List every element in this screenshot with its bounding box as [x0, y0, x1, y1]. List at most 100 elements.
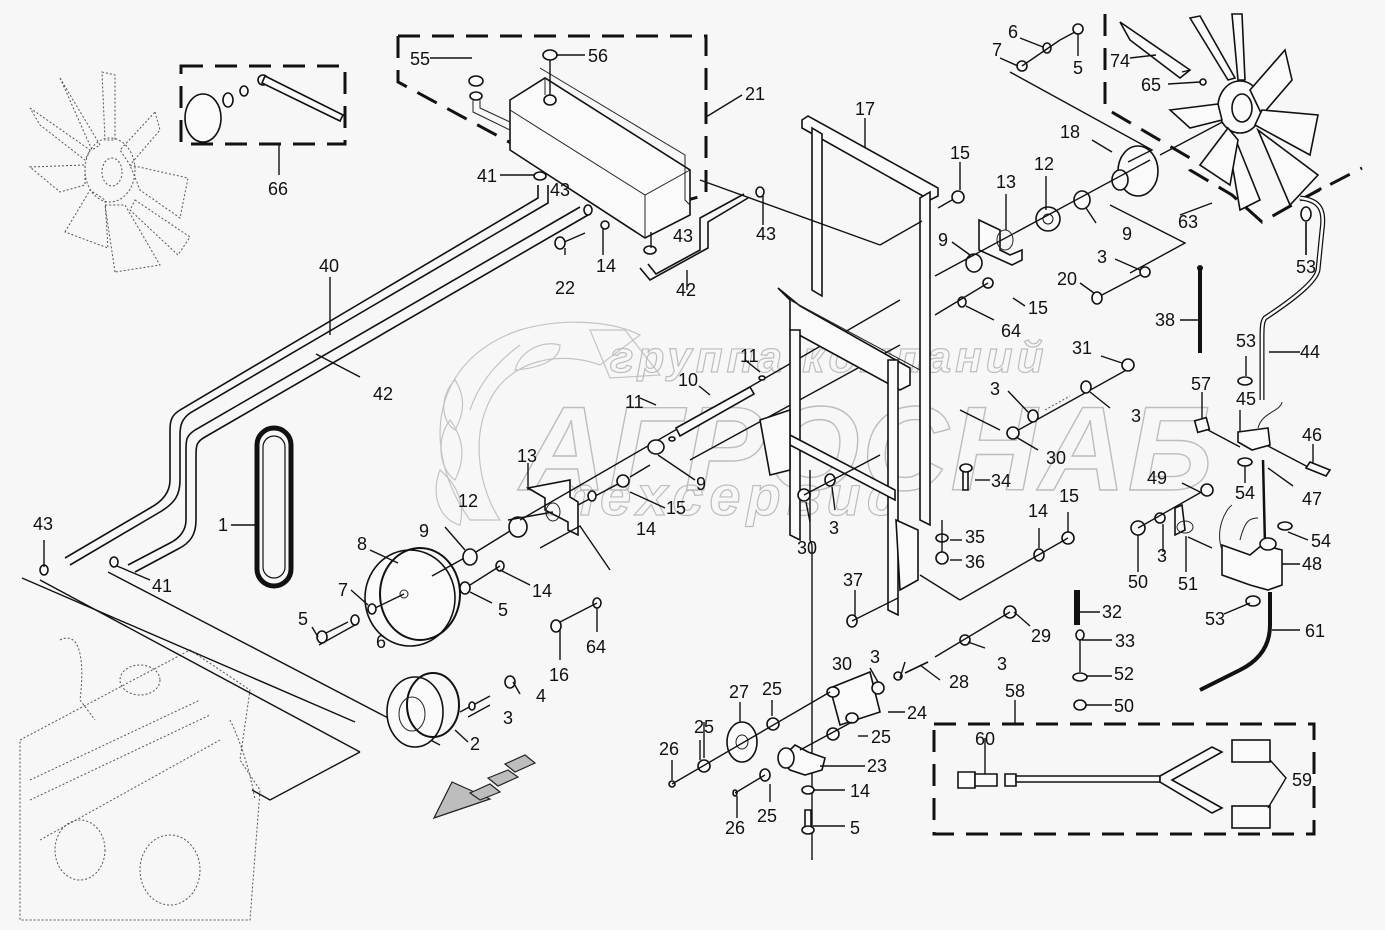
callout-8: 8 — [357, 534, 367, 554]
callout-3: 3 — [1097, 247, 1107, 267]
callout-2: 2 — [470, 734, 480, 754]
callout-43: 43 — [33, 514, 53, 534]
fan-assembly-63 — [1103, 13, 1363, 224]
callout-23: 23 — [867, 756, 887, 776]
callout-59: 59 — [1292, 770, 1312, 790]
callout-53: 53 — [1296, 257, 1316, 277]
callout-45: 45 — [1236, 389, 1256, 409]
watermark-wreath-logo — [435, 321, 662, 526]
callout-31: 31 — [1072, 338, 1092, 358]
callout-43: 43 — [756, 224, 776, 244]
callout-3: 3 — [1131, 406, 1141, 426]
callout-5: 5 — [298, 609, 308, 629]
callout-14: 14 — [1028, 501, 1048, 521]
callout-15: 15 — [1059, 486, 1079, 506]
callout-30: 30 — [832, 654, 852, 674]
callout-30: 30 — [797, 538, 817, 558]
wiring-harness-kit-58 — [932, 700, 1316, 836]
watermark: группа компаний АГРОСНАБ техсервис — [435, 321, 1215, 528]
support-frame-17 — [699, 115, 939, 617]
callout-21: 21 — [745, 84, 765, 104]
callout-37: 37 — [843, 570, 863, 590]
callout-13: 13 — [517, 446, 537, 466]
callout-14: 14 — [596, 256, 616, 276]
callout-43: 43 — [550, 180, 570, 200]
callout-51: 51 — [1178, 574, 1198, 594]
callout-26: 26 — [725, 818, 745, 838]
callout-58: 58 — [1005, 681, 1025, 701]
front-direction-arrow — [432, 754, 537, 820]
callout-53: 53 — [1205, 609, 1225, 629]
kit-66-box — [179, 64, 347, 175]
callout-20: 20 — [1057, 269, 1077, 289]
callout-54: 54 — [1235, 483, 1255, 503]
sensor-lines — [1130, 195, 1332, 692]
left-clamps — [39, 186, 765, 576]
callout-12: 12 — [458, 491, 478, 511]
fan-reference-left — [28, 71, 191, 273]
callout-42: 42 — [373, 384, 393, 404]
callout-38: 38 — [1155, 310, 1175, 330]
cooler-assembly-21 — [396, 34, 743, 239]
callout-35: 35 — [965, 527, 985, 547]
callout-44: 44 — [1300, 342, 1320, 362]
callout-30: 30 — [1046, 448, 1066, 468]
top-right-fasteners — [1009, 23, 1154, 163]
callout-3: 3 — [503, 708, 513, 728]
callout-14: 14 — [850, 781, 870, 801]
callout-5: 5 — [498, 600, 508, 620]
callout-50: 50 — [1128, 572, 1148, 592]
engine-reference — [19, 571, 516, 921]
callout-11: 11 — [625, 392, 644, 412]
callout-14: 14 — [532, 581, 552, 601]
callout-leaders — [43, 34, 1314, 827]
callout-28: 28 — [949, 672, 969, 692]
callout-52: 52 — [1114, 664, 1134, 684]
callout-36: 36 — [965, 552, 985, 572]
callout-3: 3 — [1157, 546, 1167, 566]
mid-right-fasteners — [797, 358, 1135, 628]
callout-34: 34 — [991, 471, 1011, 491]
callout-9: 9 — [419, 521, 429, 541]
callout-64: 64 — [586, 637, 606, 657]
callout-47: 47 — [1302, 489, 1322, 509]
callout-16: 16 — [549, 665, 569, 685]
callout-46: 46 — [1302, 425, 1322, 445]
callout-10: 10 — [678, 370, 698, 390]
callout-57: 57 — [1191, 374, 1211, 394]
tensioner-lower — [668, 470, 1017, 860]
callout-41: 41 — [152, 576, 172, 596]
callout-64: 64 — [1001, 321, 1021, 341]
callout-26: 26 — [659, 739, 679, 759]
callout-7: 7 — [992, 40, 1002, 60]
callout-24: 24 — [907, 703, 927, 723]
callout-25: 25 — [694, 717, 714, 737]
callout-3: 3 — [997, 654, 1007, 674]
spring-assembly — [1072, 590, 1088, 711]
drive-belt-1 — [254, 425, 294, 589]
callout-50: 50 — [1114, 696, 1134, 716]
watermark-line2: АГРОСНАБ — [517, 382, 1215, 516]
callout-65: 65 — [1141, 75, 1161, 95]
callout-17: 17 — [855, 99, 875, 119]
callout-18: 18 — [1060, 122, 1080, 142]
callout-labels: 1 2 3 3 3 3 3 3 3 3 3 4 5 5 5 5 6 6 7 7 … — [33, 22, 1331, 838]
callout-27: 27 — [729, 682, 749, 702]
callout-14: 14 — [636, 519, 656, 539]
callout-15: 15 — [666, 498, 686, 518]
callout-32: 32 — [1102, 602, 1122, 622]
callout-22: 22 — [555, 278, 575, 298]
callout-60: 60 — [975, 729, 995, 749]
callout-74: 74 — [1110, 51, 1130, 71]
callout-15: 15 — [1028, 298, 1048, 318]
callout-25: 25 — [757, 806, 777, 826]
callout-6: 6 — [1008, 22, 1018, 42]
callout-12: 12 — [1034, 154, 1054, 174]
callout-4: 4 — [536, 686, 546, 706]
callout-42: 42 — [676, 280, 696, 300]
watermark-line3: техсервис — [545, 464, 904, 527]
callout-48: 48 — [1302, 554, 1322, 574]
callout-9: 9 — [1122, 224, 1132, 244]
callout-3: 3 — [829, 518, 839, 538]
